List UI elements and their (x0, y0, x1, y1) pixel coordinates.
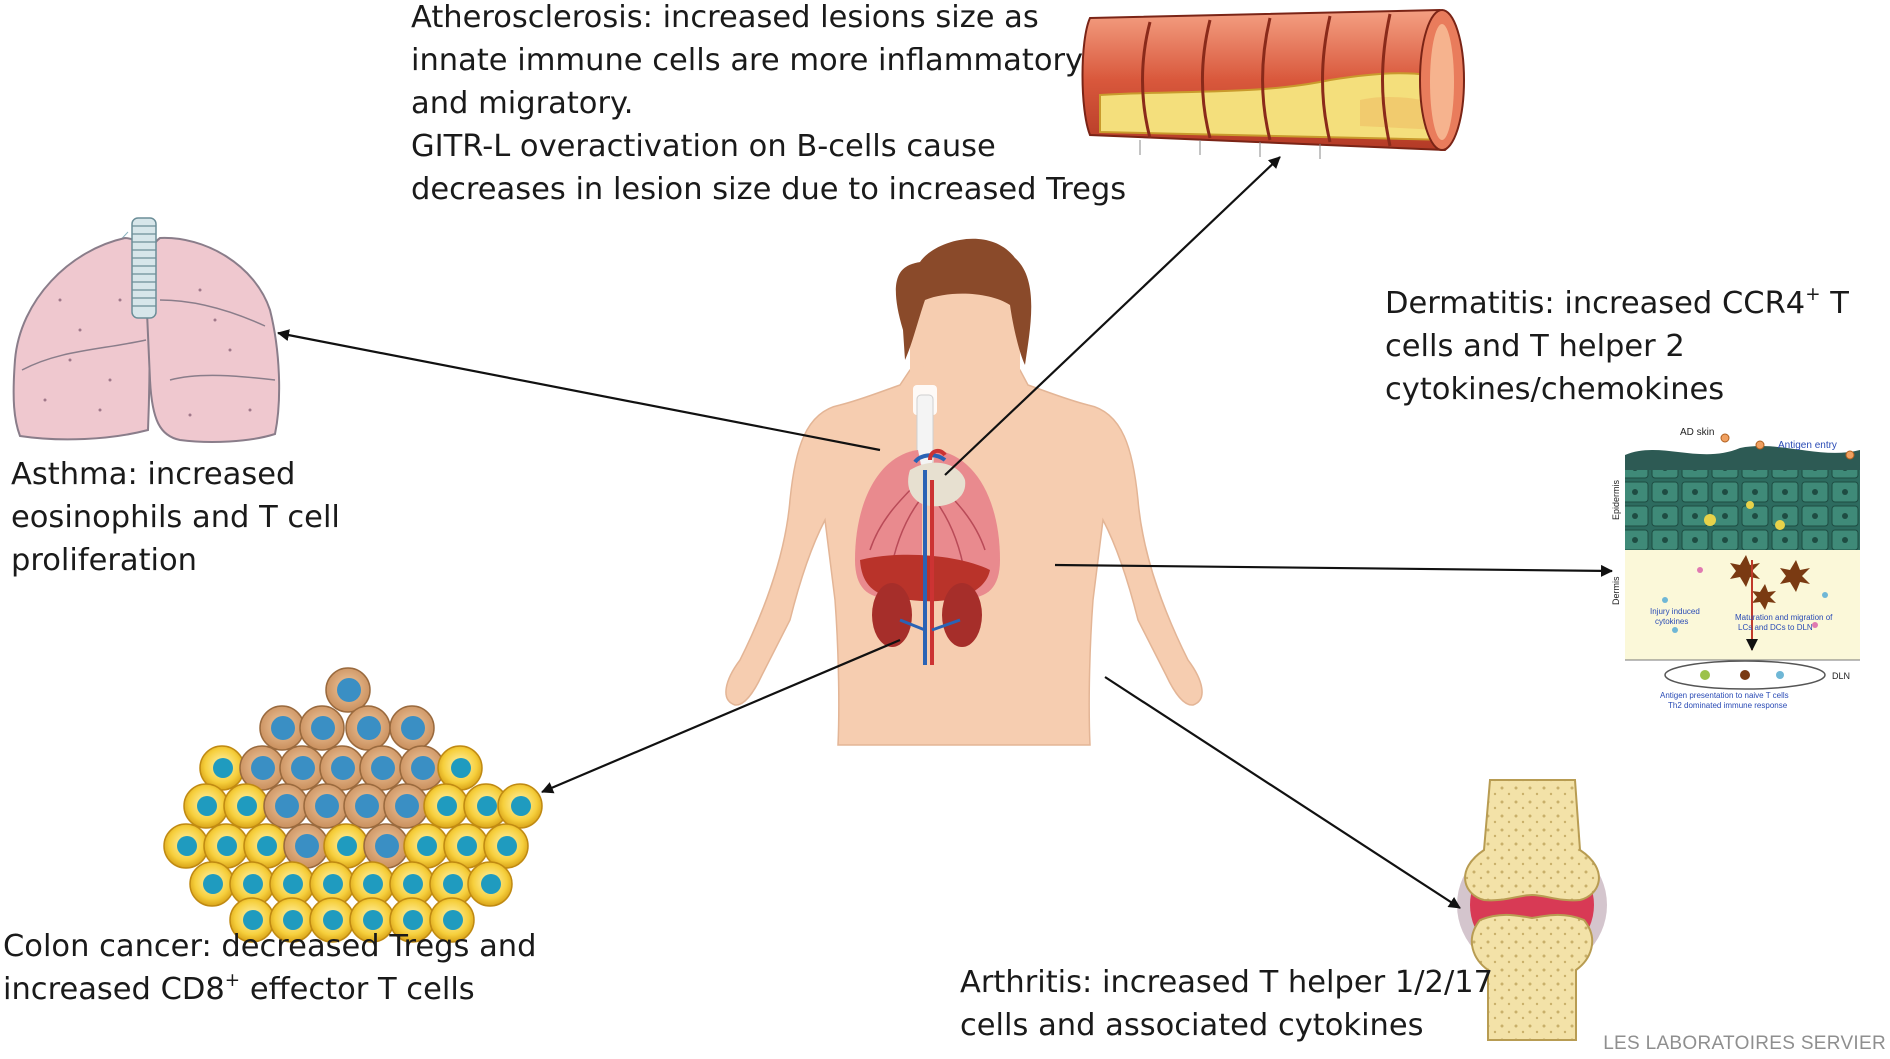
cell-nucleus (443, 910, 463, 930)
cell-nucleus (481, 874, 501, 894)
cell-nucleus (257, 836, 277, 856)
cell-nucleus (291, 756, 315, 780)
asthma-label: Asthma: increased eosinophils and T cell… (11, 457, 340, 578)
cell-nucleus (403, 910, 423, 930)
cell-nucleus (251, 756, 275, 780)
cell-nucleus (477, 796, 497, 816)
cell-nucleus (337, 678, 361, 702)
cell-nucleus (331, 756, 355, 780)
cell-nucleus (437, 796, 457, 816)
cell-nucleus (197, 796, 217, 816)
epidermis-label: Epidermis (1611, 479, 1621, 520)
cell-nucleus (457, 836, 477, 856)
cytokines-label: cytokines (1655, 617, 1688, 626)
arthritis-label: Arthritis: increased T helper 1/2/17 cel… (960, 965, 1494, 1043)
cell-nucleus (315, 794, 339, 818)
cell-nucleus (363, 874, 383, 894)
injury-induced-label: Injury induced (1650, 607, 1700, 616)
atherosclerosis-label: Atherosclerosis: increased lesions size … (411, 0, 1127, 207)
colon-cancer-label: Colon cancer: decreased Tregs and increa… (3, 929, 537, 1007)
lungs-illustration (12, 217, 281, 443)
cell-nucleus (417, 836, 437, 856)
cell-nucleus (411, 756, 435, 780)
knee-joint-illustration (1457, 779, 1607, 1041)
connector-arrows (277, 156, 1613, 909)
arrow-to-joint (1104, 676, 1461, 909)
cell-nucleus (371, 756, 395, 780)
cell-nucleus (237, 796, 257, 816)
cell-nucleus (243, 874, 263, 894)
cell-nucleus (275, 794, 299, 818)
cell-nucleus (403, 874, 423, 894)
cell-nucleus (355, 794, 379, 818)
cell-nucleus (243, 910, 263, 930)
cell-nucleus (217, 836, 237, 856)
dln-label: DLN (1832, 671, 1850, 681)
cell-nucleus (451, 758, 471, 778)
antigen-entry-label: Antigen entry (1778, 440, 1837, 451)
arrow-to-skin (1054, 563, 1613, 577)
cell-nucleus (323, 874, 343, 894)
cell-nucleus (283, 910, 303, 930)
maturation-line1-label: Maturation and migration of (1735, 613, 1833, 622)
cell-nucleus (271, 716, 295, 740)
cell-nucleus (177, 836, 197, 856)
dermis-label: Dermis (1611, 576, 1621, 605)
cell-nucleus (295, 834, 319, 858)
cell-nucleus (395, 794, 419, 818)
arrow-to-cells (541, 638, 901, 794)
cell-nucleus (401, 716, 425, 740)
dermatitis-label: Dermatitis: increased CCR4+ T cells and … (1385, 284, 1849, 407)
arrow-to-lungs (277, 329, 881, 452)
cell-nucleus (213, 758, 233, 778)
arrow-to-artery (944, 156, 1281, 476)
cell-nucleus (497, 836, 517, 856)
cell-nucleus (283, 874, 303, 894)
cell-nucleus (443, 874, 463, 894)
image-credit: LES LABORATOIRES SERVIER (1603, 1033, 1886, 1054)
cell-nucleus (311, 716, 335, 740)
th2-response-label: Th2 dominated immune response (1668, 701, 1788, 710)
ad-skin-label: AD skin (1680, 427, 1714, 438)
cell-nucleus (357, 716, 381, 740)
skin-dermatitis-panel: AD skin Antigen entry Epidermis Dermis I… (1611, 427, 1870, 710)
cell-nucleus (323, 910, 343, 930)
tumor-cell-cluster-illustration (163, 667, 543, 943)
cell-nucleus (337, 836, 357, 856)
antigen-presentation-label: Antigen presentation to naive T cells (1660, 691, 1789, 700)
cell-nucleus (375, 834, 399, 858)
cell-nucleus (363, 910, 383, 930)
maturation-line2-label: LCs and DCs to DLN (1738, 623, 1813, 632)
artery-illustration (1081, 8, 1465, 159)
human-body-illustration (725, 238, 1203, 746)
cell-nucleus (203, 874, 223, 894)
cell-nucleus (511, 796, 531, 816)
